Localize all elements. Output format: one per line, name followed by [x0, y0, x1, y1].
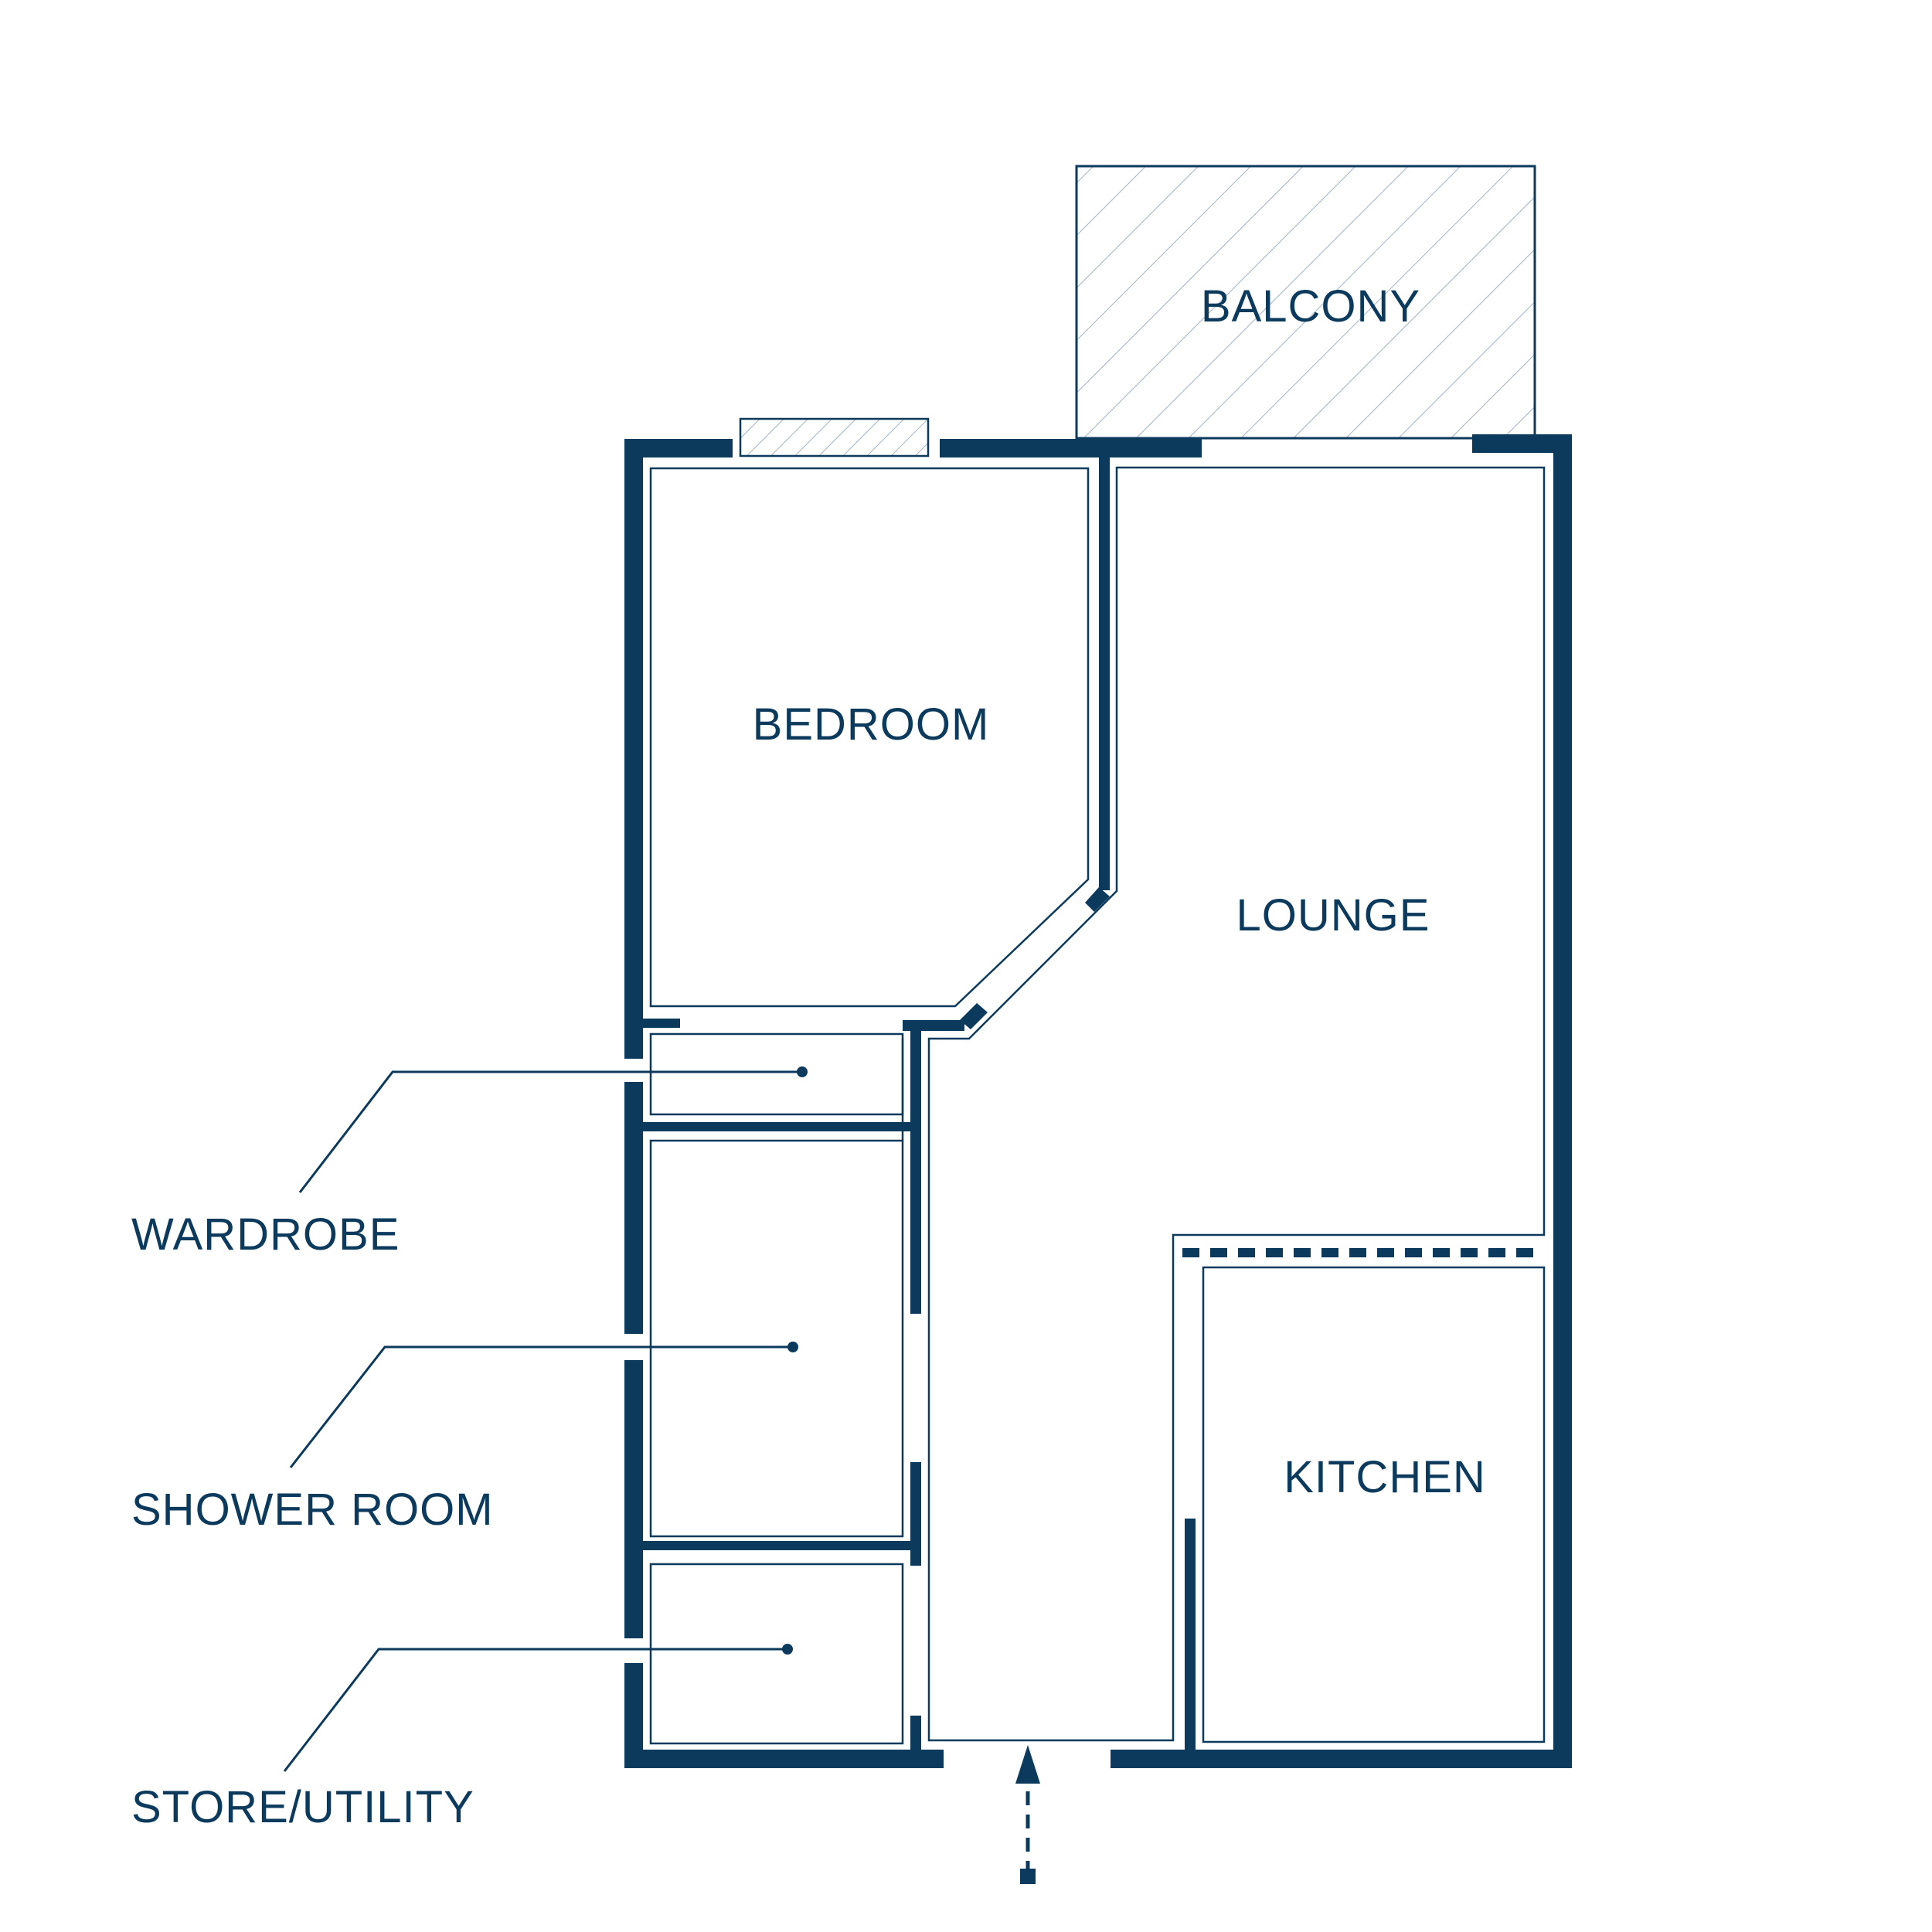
shower-room-leader — [289, 1342, 798, 1468]
lounge-label: LOUNGE — [1236, 890, 1430, 940]
balcony — [1075, 165, 1536, 440]
bedroom-label: BEDROOM — [753, 699, 990, 750]
kitchen-label: KITCHEN — [1284, 1452, 1486, 1502]
walls — [624, 434, 1572, 1768]
shower-room-label: SHOWER ROOM — [131, 1485, 494, 1535]
balcony-label: BALCONY — [1201, 281, 1420, 332]
entrance-arrow-icon — [1015, 1745, 1040, 1884]
wardrobe-label: WARDROBE — [131, 1209, 400, 1260]
bedroom-window — [739, 417, 930, 457]
wardrobe-leader — [298, 1066, 808, 1193]
store-utility-leader — [283, 1644, 793, 1772]
store-utility-label: STORE/UTILITY — [131, 1782, 474, 1832]
room-outlines — [649, 466, 1546, 1745]
